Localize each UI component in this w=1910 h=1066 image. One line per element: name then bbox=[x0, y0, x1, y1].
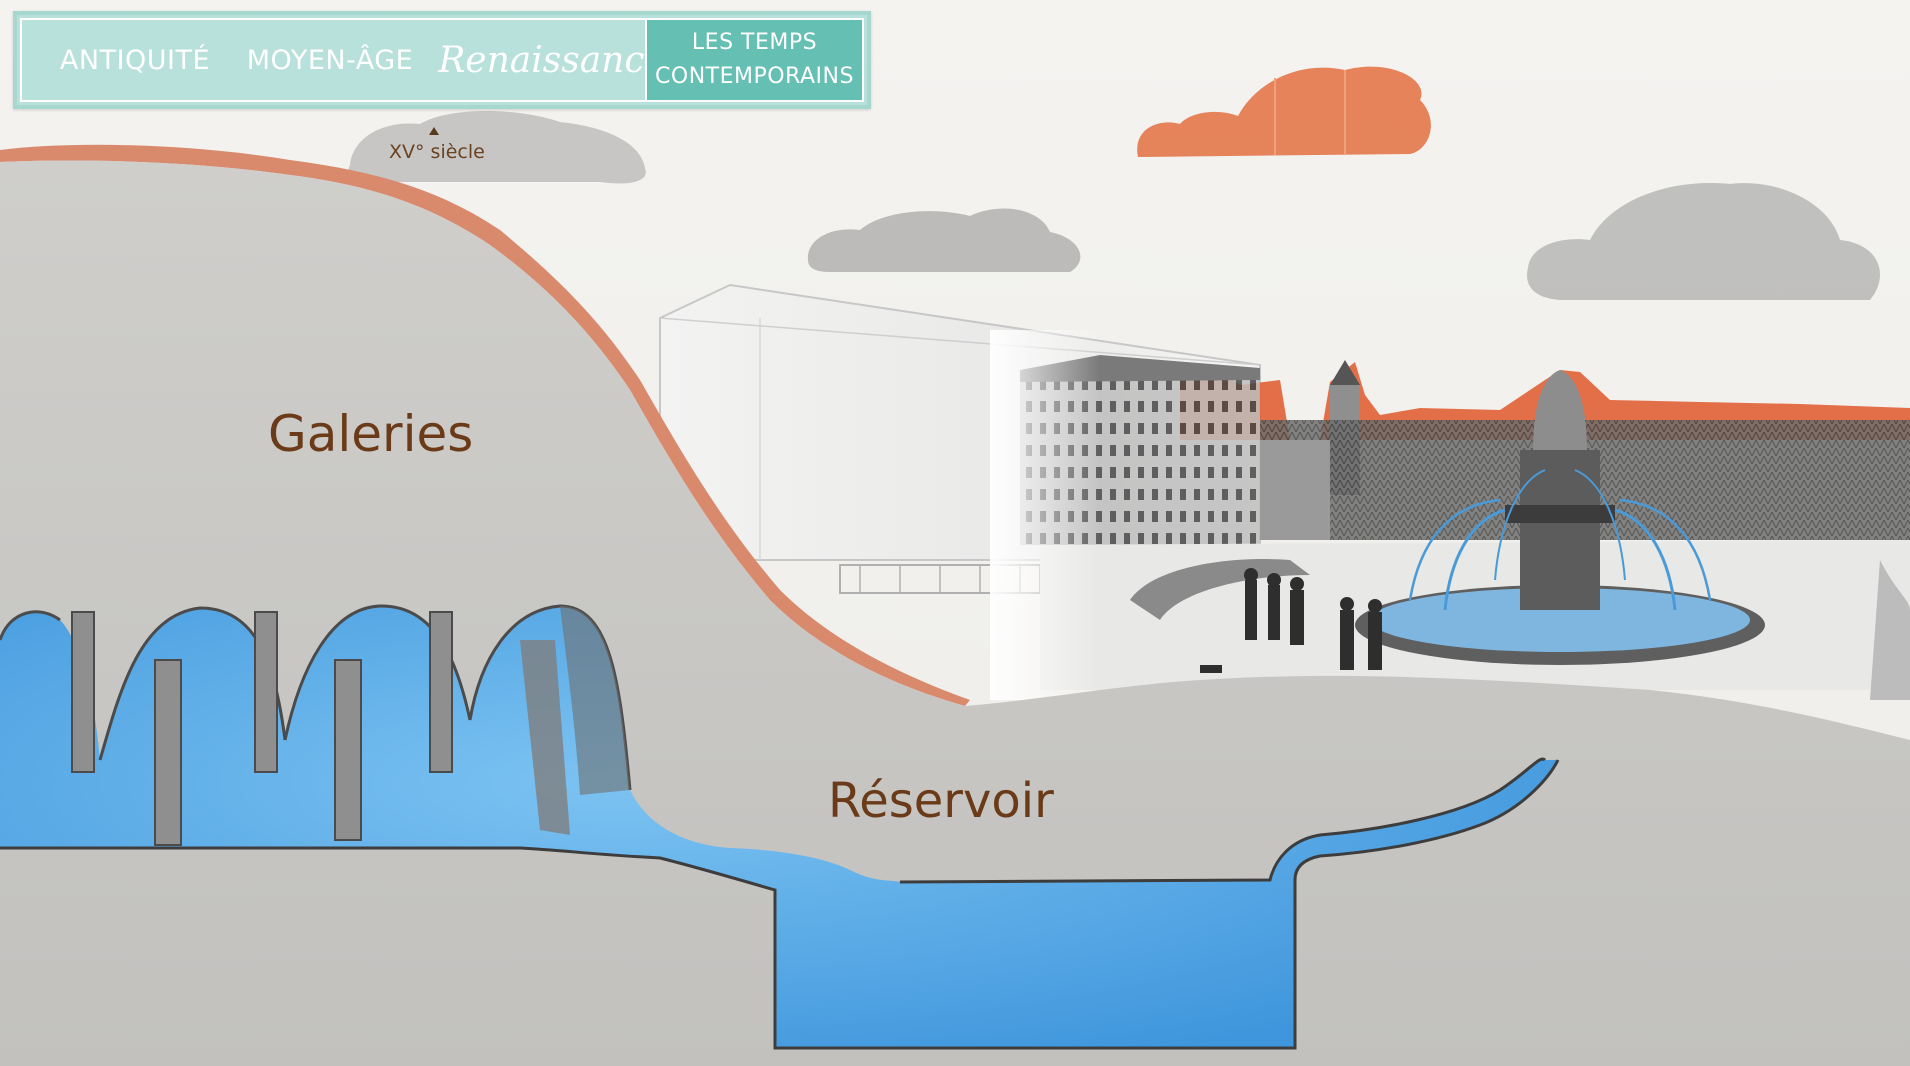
water-system bbox=[0, 605, 1558, 1048]
nav-tab-moyen-age[interactable]: MOYEN-ÂGE bbox=[246, 44, 414, 76]
triangle-up-icon bbox=[429, 127, 439, 135]
gray-cloud-left-icon bbox=[348, 111, 646, 184]
gallery-arches bbox=[0, 604, 632, 846]
timeline-marker-label: XV° siècle bbox=[389, 141, 485, 163]
gray-cloud-right-icon bbox=[1527, 183, 1880, 300]
timeline-marker[interactable]: XV° siècle bbox=[389, 127, 485, 163]
orange-cloud-icon bbox=[1137, 66, 1431, 157]
engraved-town-square bbox=[990, 330, 1910, 700]
nav-tab-contemporains-line2: CONTEMPORAINS bbox=[655, 64, 854, 89]
nav-tab-antiquite[interactable]: ANTIQUITÉ bbox=[59, 44, 211, 76]
era-navigation-inner: ANTIQUITÉ MOYEN-ÂGE Renaissance LES TEMP… bbox=[20, 18, 864, 102]
nav-tab-temps-contemporains[interactable]: LES TEMPS CONTEMPORAINS bbox=[645, 20, 862, 100]
nav-tab-renaissance[interactable]: Renaissance bbox=[438, 39, 666, 81]
era-navigation-bar: ANTIQUITÉ MOYEN-ÂGE Renaissance LES TEMP… bbox=[13, 11, 871, 109]
galeries-label: Galeries bbox=[268, 405, 474, 463]
gray-cloud-middle-icon bbox=[807, 208, 1081, 272]
nav-tab-contemporains-line1: LES TEMPS bbox=[691, 30, 818, 55]
reservoir-label: Réservoir bbox=[828, 773, 1054, 829]
